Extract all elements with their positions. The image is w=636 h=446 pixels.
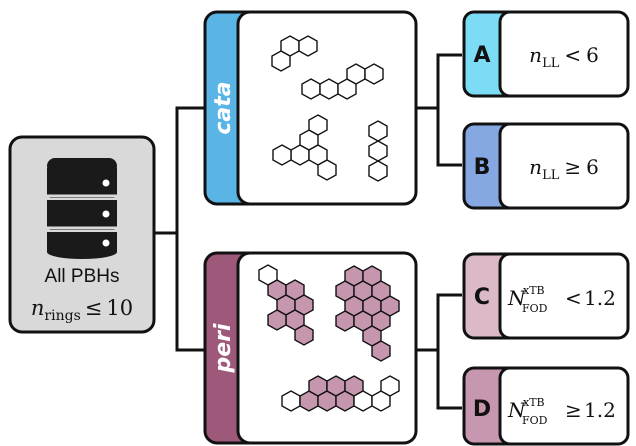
triphenylene-molecule [272, 114, 337, 181]
root-condition-sub: rings [44, 308, 80, 324]
leaf-a-panel [498, 10, 630, 98]
peri-to-leaves-connector [417, 293, 462, 410]
tetraphene-molecule [301, 63, 384, 100]
tree-connectors [154, 53, 462, 410]
leaf-a: A nLL<6 [462, 10, 630, 98]
leaf-c: C N xTB FOD < 1.2 [462, 252, 630, 340]
extended-peri-molecule [281, 375, 400, 412]
category-peri: peri [203, 251, 418, 445]
coronene-cluster-molecule [335, 265, 400, 362]
leaf-d-panel [498, 366, 630, 446]
leaf-d-condition: N xTB FOD ≥ 1.2 [507, 396, 616, 427]
leaf-c-letter: C [474, 285, 490, 310]
category-cata: cata [203, 10, 418, 206]
leaf-d: D N xTB FOD ≥ 1.2 [462, 366, 630, 446]
svg-text:xTB: xTB [523, 396, 545, 409]
leaf-b-condition: nLL≥6 [529, 155, 599, 183]
svg-text:1.2: 1.2 [584, 286, 616, 310]
leaf-a-condition: nLL<6 [529, 43, 599, 71]
database-icon [47, 158, 117, 259]
svg-text:1.2: 1.2 [584, 398, 616, 422]
cata-molecules [271, 35, 388, 182]
svg-text:<: < [565, 286, 582, 310]
root-condition-op: ≤ [85, 296, 103, 320]
svg-text:FOD: FOD [522, 302, 548, 315]
cata-to-leaves-connector [417, 53, 462, 167]
peri-molecules [258, 264, 400, 412]
root-label: All PBHs [45, 266, 120, 287]
leaf-c-condition: N xTB FOD < 1.2 [507, 284, 616, 315]
root-condition-var: n [31, 296, 45, 320]
svg-text:xTB: xTB [523, 284, 545, 297]
leaf-c-panel [498, 252, 630, 340]
svg-text:N: N [507, 398, 527, 422]
anthracene-molecule [368, 120, 388, 182]
leaf-b-panel [498, 122, 630, 210]
peri-label: peri [211, 323, 236, 374]
root-to-categories-connector [154, 106, 204, 352]
svg-text:FOD: FOD [522, 414, 548, 427]
svg-text:≥: ≥ [565, 398, 582, 422]
phenanthrene-molecule [271, 35, 318, 72]
root-condition: nrings ≤10 [31, 296, 133, 324]
root-node: All PBHs nrings ≤10 [8, 135, 156, 334]
cata-label: cata [211, 81, 236, 134]
leaf-d-letter: D [473, 397, 491, 422]
svg-text:N: N [507, 286, 527, 310]
leaf-a-letter: A [473, 43, 490, 68]
leaf-b: B nLL≥6 [462, 122, 630, 210]
root-condition-val: 10 [106, 296, 133, 320]
benzoperylene-molecule [258, 264, 314, 346]
leaf-b-letter: B [474, 155, 491, 180]
